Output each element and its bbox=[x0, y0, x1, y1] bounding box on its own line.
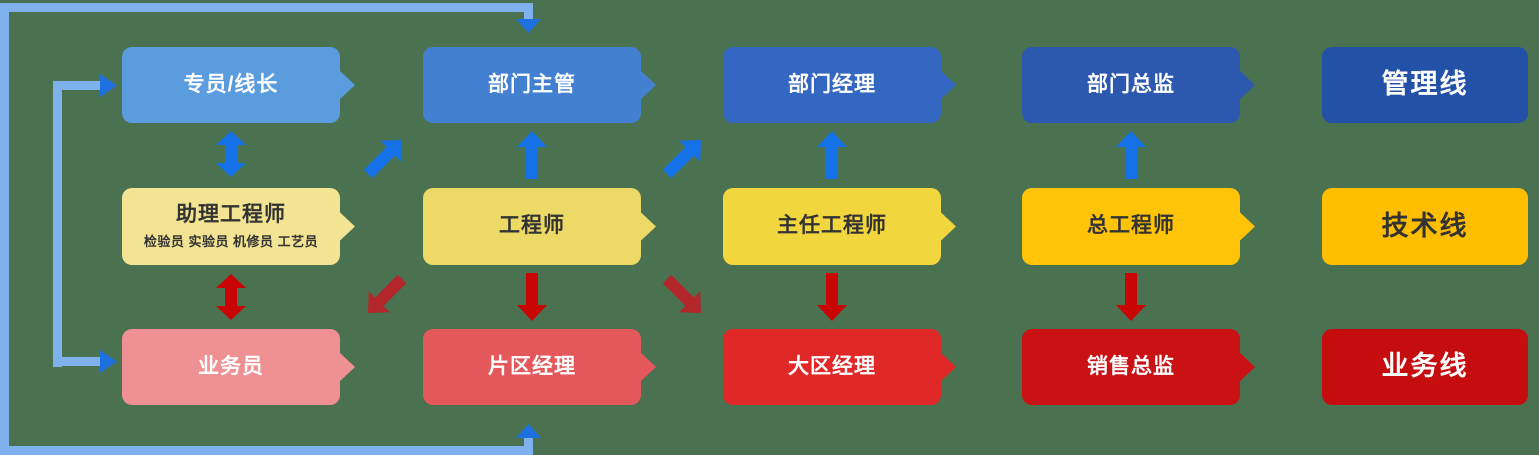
box-sublabel: 检验员 实验员 机修员 工艺员 bbox=[143, 234, 319, 250]
chevron-right-icon bbox=[640, 70, 656, 100]
chevron-right-icon bbox=[1239, 352, 1255, 382]
track-management: 管理线 bbox=[1322, 47, 1528, 123]
chevron-right-icon bbox=[1239, 70, 1255, 100]
track-label: 技术线 bbox=[1381, 210, 1469, 241]
box-label: 助理工程师 bbox=[176, 202, 286, 226]
box-label: 部门总监 bbox=[1087, 72, 1175, 96]
outer-loop-bottom-line bbox=[0, 446, 533, 455]
chevron-right-icon bbox=[940, 211, 956, 242]
chevron-right-icon bbox=[640, 352, 656, 382]
box-label: 销售总监 bbox=[1087, 354, 1175, 378]
arrow-down-red-icon bbox=[817, 273, 847, 321]
box-sales-director: 销售总监 bbox=[1022, 329, 1255, 405]
chevron-right-icon bbox=[940, 352, 956, 382]
arrow-down-red-icon bbox=[1116, 273, 1146, 321]
outer-loop-top-line bbox=[0, 3, 533, 12]
box-senior-engineer: 主任工程师 bbox=[723, 188, 956, 265]
box-label: 大区经理 bbox=[788, 354, 876, 378]
box-dept-supervisor: 部门主管 bbox=[423, 47, 656, 123]
track-business: 业务线 bbox=[1322, 329, 1528, 405]
box-label: 总工程师 bbox=[1087, 214, 1175, 238]
box-label: 专员/线长 bbox=[183, 72, 279, 96]
chevron-right-icon bbox=[940, 70, 956, 100]
box-label: 片区经理 bbox=[488, 354, 576, 378]
arrow-up-blue-icon bbox=[1116, 131, 1146, 179]
track-label: 管理线 bbox=[1381, 69, 1469, 100]
box-label: 部门经理 bbox=[788, 72, 876, 96]
box-dept-manager: 部门经理 bbox=[723, 47, 956, 123]
diagonal-arrow-up-right-blue-icon bbox=[357, 129, 412, 184]
diagonal-arrow-up-right-blue-icon bbox=[656, 129, 711, 184]
loop-arrowhead-right-icon bbox=[100, 350, 117, 373]
arrow-up-blue-icon bbox=[817, 131, 847, 179]
box-area-manager: 片区经理 bbox=[423, 329, 656, 405]
chevron-right-icon bbox=[339, 70, 355, 100]
outer-loop-left-line bbox=[0, 3, 9, 455]
inner-bracket-vertical-line bbox=[53, 81, 62, 367]
box-chief-engineer: 总工程师 bbox=[1022, 188, 1255, 265]
inner-bracket-bottom-arm bbox=[53, 357, 103, 366]
inner-bracket-top-arm bbox=[53, 81, 103, 90]
box-engineer: 工程师 bbox=[423, 188, 656, 265]
outer-loop-bottom-rise bbox=[524, 437, 533, 447]
arrow-up-blue-icon bbox=[517, 131, 547, 179]
box-dept-director: 部门总监 bbox=[1022, 47, 1255, 123]
chevron-right-icon bbox=[339, 211, 355, 242]
diagonal-arrow-down-left-red-icon bbox=[357, 268, 412, 323]
double-arrow-vertical-red-icon bbox=[216, 274, 246, 320]
chevron-right-icon bbox=[1239, 211, 1255, 242]
loop-arrowhead-right-icon bbox=[100, 74, 117, 97]
box-label: 部门主管 bbox=[488, 72, 576, 96]
chevron-right-icon bbox=[339, 352, 355, 382]
loop-arrowhead-up-icon bbox=[516, 424, 541, 438]
box-specialist-line-leader: 专员/线长 bbox=[122, 47, 355, 123]
box-label: 工程师 bbox=[499, 214, 565, 238]
box-assistant-engineer: 助理工程师 检验员 实验员 机修员 工艺员 bbox=[122, 188, 355, 265]
double-arrow-vertical-blue-icon bbox=[216, 131, 246, 177]
diagonal-arrow-down-right-red-icon bbox=[656, 268, 711, 323]
loop-arrowhead-down-icon bbox=[516, 19, 541, 33]
box-region-manager: 大区经理 bbox=[723, 329, 956, 405]
outer-loop-top-drop bbox=[524, 3, 533, 20]
track-label: 业务线 bbox=[1381, 351, 1469, 382]
track-technical: 技术线 bbox=[1322, 188, 1528, 265]
arrow-down-red-icon bbox=[517, 273, 547, 321]
chevron-right-icon bbox=[640, 211, 656, 242]
box-salesperson: 业务员 bbox=[122, 329, 355, 405]
box-label: 主任工程师 bbox=[777, 214, 887, 238]
box-label: 业务员 bbox=[198, 354, 264, 378]
